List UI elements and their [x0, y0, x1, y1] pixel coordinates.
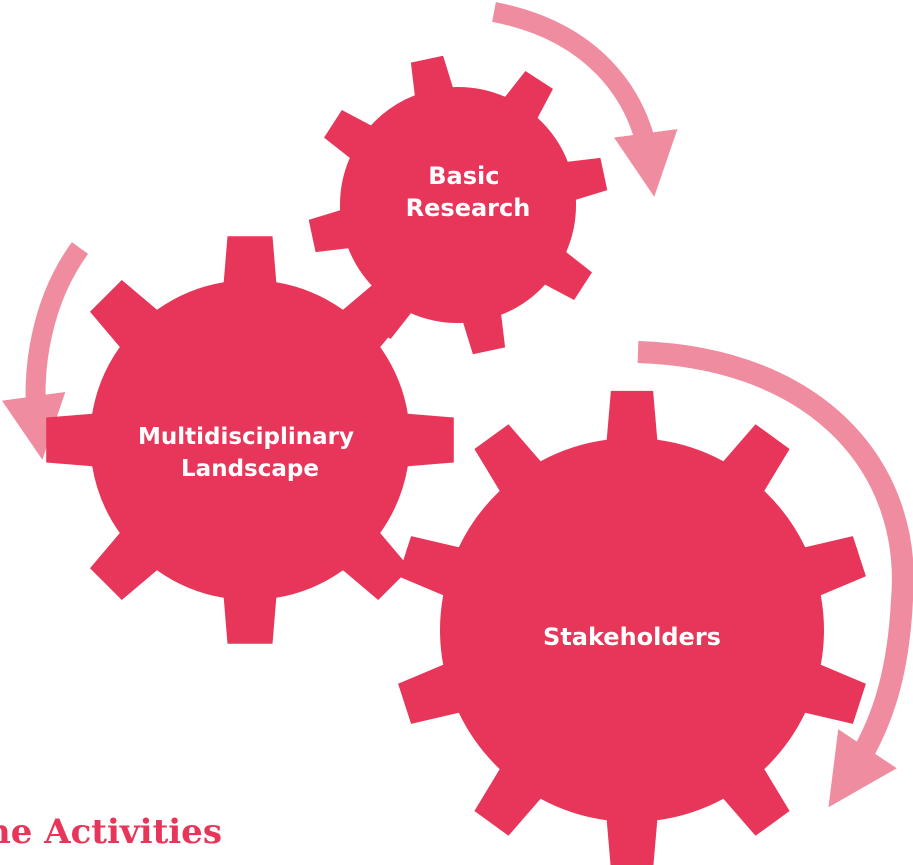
curved-arrow-down-icon [1, 242, 89, 460]
gear-multidisciplinary-landscape [46, 236, 454, 644]
gear-label-line: Stakeholders [543, 623, 721, 651]
gear-label-stakeholders: Stakeholders [543, 623, 721, 651]
gear-label-line: Multidisciplinary [138, 424, 354, 450]
gear-label-line: Landscape [181, 456, 319, 482]
gear-label-basic-research: Basic Research [406, 162, 531, 222]
gear-label-line: Basic [428, 162, 499, 190]
caption-title: he Activities [0, 812, 222, 852]
gear-label-multidisciplinary-landscape: Multidisciplinary Landscape [138, 424, 362, 482]
curved-arrow-down-icon [637, 341, 913, 808]
gear-basic-research [308, 55, 608, 355]
curved-arrow-down-icon [492, 2, 678, 197]
gear-label-line: Research [406, 194, 531, 222]
gear-stakeholders [398, 390, 866, 865]
